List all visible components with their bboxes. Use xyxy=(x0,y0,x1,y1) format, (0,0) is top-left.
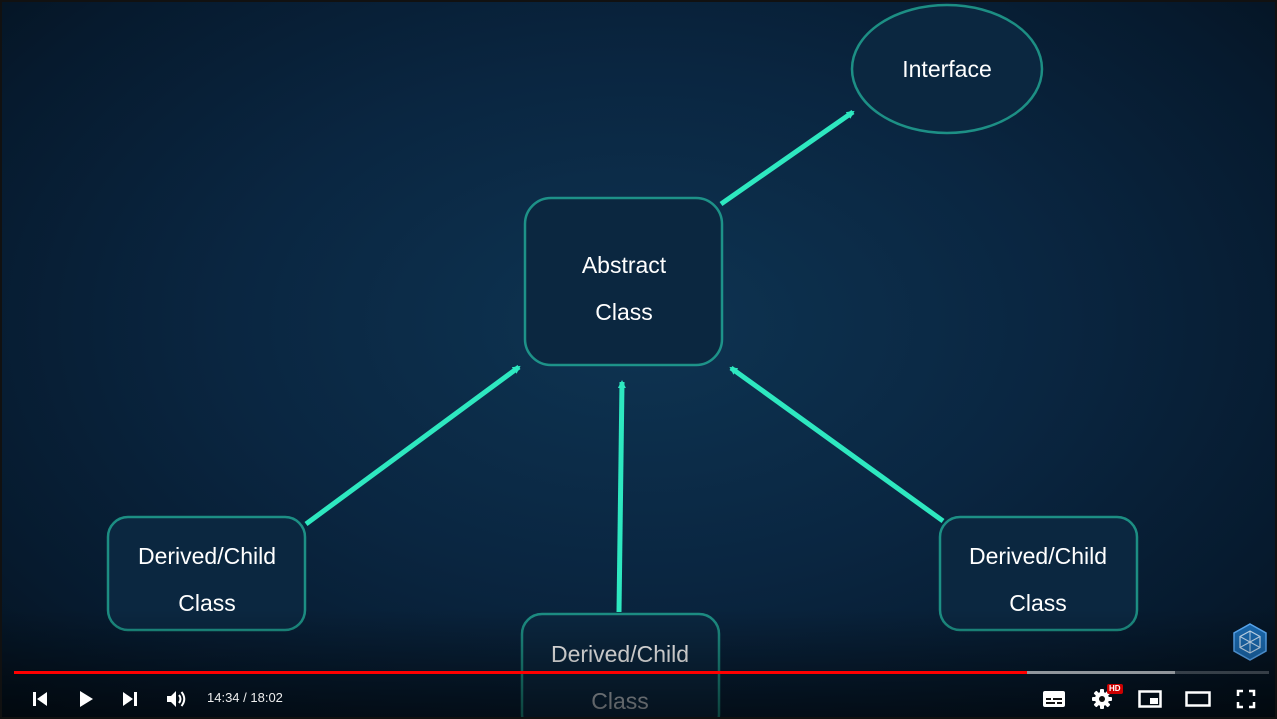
subtitles-button[interactable] xyxy=(1038,683,1070,715)
volume-icon xyxy=(167,691,186,707)
previous-button[interactable] xyxy=(24,683,56,715)
skip-next-icon xyxy=(123,692,137,706)
volume-button[interactable] xyxy=(160,683,194,715)
progress-bar[interactable] xyxy=(14,671,1269,674)
derived-child-left-node: Derived/Child Class xyxy=(106,515,307,632)
subtitles-icon xyxy=(1043,691,1065,707)
interface-node: Interface xyxy=(850,3,1044,135)
derived-child-middle-line1: Derived/Child xyxy=(551,641,689,667)
arrow-abstract-to-interface xyxy=(719,109,855,207)
play-button[interactable] xyxy=(70,683,102,715)
derived-child-left-line2: Class xyxy=(178,590,236,616)
theater-mode-button[interactable] xyxy=(1182,683,1214,715)
miniplayer-icon xyxy=(1138,690,1162,708)
next-button[interactable] xyxy=(114,683,146,715)
derived-child-right-node: Derived/Child Class xyxy=(938,515,1139,632)
derived-child-middle-node: Derived/Child Class xyxy=(520,612,721,719)
derived-child-right-line2: Class xyxy=(1009,590,1067,616)
derived-child-right-line1: Derived/Child xyxy=(969,543,1107,569)
progress-played xyxy=(14,671,1027,674)
abstract-class-label-line1: Abstract xyxy=(582,252,667,278)
miniplayer-button[interactable] xyxy=(1134,683,1166,715)
abstract-class-label-line2: Class xyxy=(595,299,653,325)
channel-watermark-logo[interactable] xyxy=(1231,622,1269,662)
fullscreen-button[interactable] xyxy=(1230,683,1262,715)
skip-previous-icon xyxy=(33,692,47,706)
interface-label: Interface xyxy=(902,56,992,82)
fullscreen-icon xyxy=(1236,689,1256,709)
theater-mode-icon xyxy=(1185,691,1211,707)
arrow-middle-child-to-abstract xyxy=(616,380,626,613)
arrow-left-child-to-abstract xyxy=(304,364,521,527)
time-display: 14:34 / 18:02 xyxy=(207,690,283,705)
derived-child-left-line1: Derived/Child xyxy=(138,543,276,569)
derived-child-middle-line2: Class xyxy=(591,688,649,714)
abstract-class-node: Abstract Class xyxy=(523,196,724,367)
arrow-right-child-to-abstract xyxy=(729,365,945,524)
hd-badge: HD xyxy=(1107,684,1123,694)
play-icon xyxy=(80,691,93,707)
